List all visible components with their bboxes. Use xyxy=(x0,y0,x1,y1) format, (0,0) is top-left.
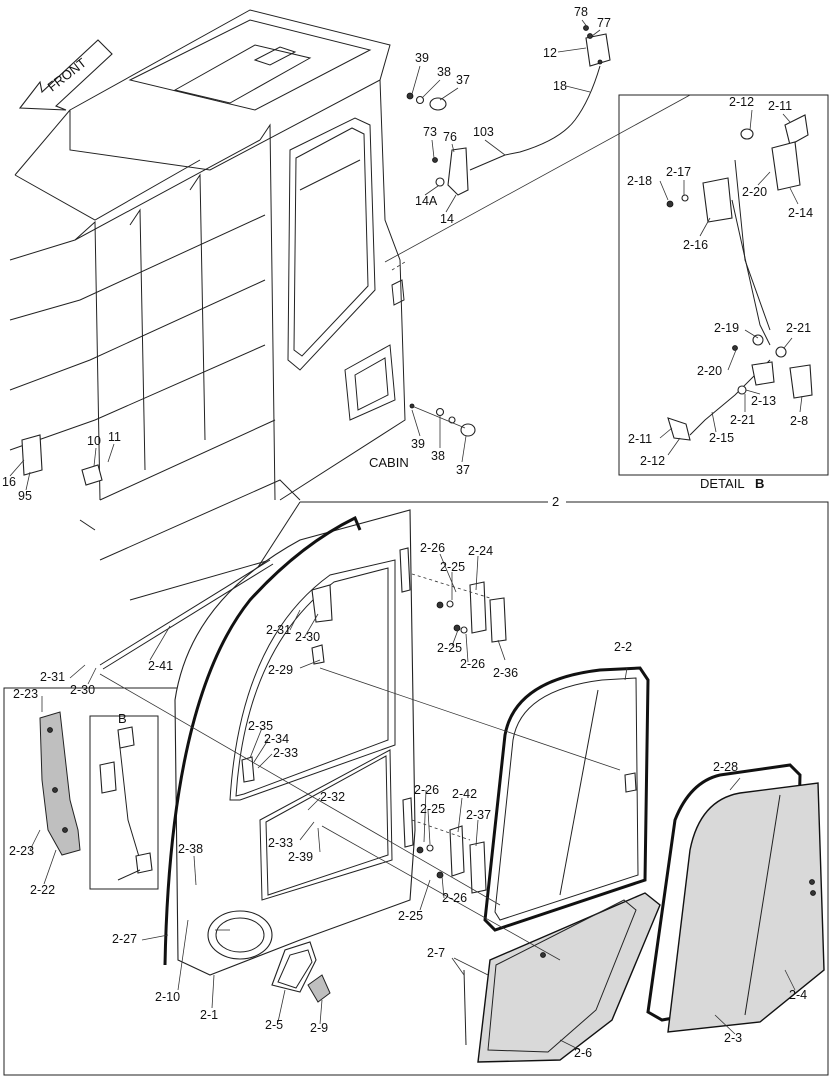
callout-2-21: 2-21 xyxy=(786,321,811,335)
bracket-2-22 xyxy=(39,711,81,856)
callout-2-12: 2-12 xyxy=(729,95,754,109)
callout-2-7: 2-7 xyxy=(427,946,445,960)
callout-73: 73 xyxy=(423,125,437,139)
callout-2-10: 2-10 xyxy=(155,990,180,1004)
callout-2-31b: 2-31 xyxy=(40,670,65,684)
callout-2-33: 2-33 xyxy=(273,746,298,760)
callout-2-20b: 2-20 xyxy=(697,364,722,378)
callout-2-6: 2-6 xyxy=(574,1046,592,1060)
callout-10: 10 xyxy=(87,434,101,448)
callout-2-39: 2-39 xyxy=(288,850,313,864)
handle-2-5-2-9 xyxy=(271,941,331,1003)
callout-2-41: 2-41 xyxy=(148,659,173,673)
callout-2-29: 2-29 xyxy=(268,663,293,677)
callout-2-8: 2-8 xyxy=(790,414,808,428)
callout-103: 103 xyxy=(473,125,494,139)
callout-38b: 38 xyxy=(431,449,445,463)
glass-2-6 xyxy=(463,892,661,1063)
callout-2-3: 2-3 xyxy=(724,1031,742,1045)
callout-2-32: 2-32 xyxy=(320,790,345,804)
callout-2-15: 2-15 xyxy=(709,431,734,445)
leaders-bottom xyxy=(29,553,796,1051)
callout-2-5: 2-5 xyxy=(265,1018,283,1032)
callout-2-18: 2-18 xyxy=(627,174,652,188)
leaders-detail xyxy=(659,109,803,456)
callout-14: 14 xyxy=(440,212,454,226)
top-hardware xyxy=(406,25,611,437)
front-arrow: FRONT xyxy=(18,39,113,111)
callout-2-28: 2-28 xyxy=(713,760,738,774)
callout-2-25: 2-25 xyxy=(440,560,465,574)
callout-2-26: 2-26 xyxy=(420,541,445,555)
callout-2-36: 2-36 xyxy=(493,666,518,680)
callout-12: 12 xyxy=(543,46,557,60)
detail-caption-prefix: DETAIL xyxy=(700,476,745,491)
callout-37b: 37 xyxy=(456,463,470,477)
glass-2-3-2-4 xyxy=(646,763,825,1033)
callout-2-24: 2-24 xyxy=(468,544,493,558)
callouts-detail: 2-12 2-11 2-17 2-18 2-20 2-14 2-16 2-19 … xyxy=(627,95,813,491)
callout-78: 78 xyxy=(574,5,588,19)
callout-39: 39 xyxy=(415,51,429,65)
callout-2-19: 2-19 xyxy=(714,321,739,335)
callout-2-26b: 2-26 xyxy=(460,657,485,671)
door-panel xyxy=(99,509,416,976)
callout-95: 95 xyxy=(18,489,32,503)
callout-2-38: 2-38 xyxy=(178,842,203,856)
callouts-top: 78 77 12 18 39 38 37 73 76 103 14A 14 10… xyxy=(2,5,611,503)
callout-2-11b: 2-11 xyxy=(628,432,652,446)
leaders-top xyxy=(9,19,691,491)
callout-2-23b: 2-23 xyxy=(9,844,34,858)
callout-2-9: 2-9 xyxy=(310,1021,328,1035)
hinge-parts xyxy=(411,573,507,894)
glass-2-2 xyxy=(483,666,650,932)
callout-2-13: 2-13 xyxy=(751,394,776,408)
callout-2-1: 2-1 xyxy=(200,1008,218,1022)
callout-2-34: 2-34 xyxy=(264,732,289,746)
callout-2-33b: 2-33 xyxy=(268,836,293,850)
callout-2-20: 2-20 xyxy=(742,185,767,199)
callout-2-22: 2-22 xyxy=(30,883,55,897)
callout-2-16: 2-16 xyxy=(683,238,708,252)
inset-b-box: B xyxy=(89,711,159,890)
inset-letter: B xyxy=(118,711,127,726)
callout-2-26d: 2-26 xyxy=(442,891,467,905)
callout-2-25b: 2-25 xyxy=(437,641,462,655)
callout-38: 38 xyxy=(437,65,451,79)
callout-2-26c: 2-26 xyxy=(414,783,439,797)
detail-caption-letter: B xyxy=(755,476,764,491)
callout-37: 37 xyxy=(456,73,470,87)
callout-2-37: 2-37 xyxy=(466,808,491,822)
callout-18: 18 xyxy=(553,79,567,93)
callout-76: 76 xyxy=(443,130,457,144)
cabin-body xyxy=(9,9,406,601)
callout-2-35: 2-35 xyxy=(248,719,273,733)
callout-2-21b: 2-21 xyxy=(730,413,755,427)
callout-2-42: 2-42 xyxy=(452,787,477,801)
callout-2-12b: 2-12 xyxy=(640,454,665,468)
callout-2-14: 2-14 xyxy=(788,206,813,220)
callout-2-31: 2-31 xyxy=(266,623,291,637)
callout-39b: 39 xyxy=(411,437,425,451)
callout-14a: 14A xyxy=(415,194,438,208)
callout-2-17: 2-17 xyxy=(666,165,691,179)
callouts-bottom: 2-26 2-24 2-25 2-31 2-30 2-25 2-26 2-36 … xyxy=(9,541,807,1060)
assembly-label: 2 xyxy=(552,494,559,509)
callout-2-23: 2-23 xyxy=(13,687,38,701)
callout-16: 16 xyxy=(2,475,16,489)
callout-2-25d: 2-25 xyxy=(398,909,423,923)
callout-77: 77 xyxy=(597,16,611,30)
callout-2-25c: 2-25 xyxy=(420,802,445,816)
detail-b-box xyxy=(618,94,829,476)
callout-2-27: 2-27 xyxy=(112,932,137,946)
callout-2-30: 2-30 xyxy=(295,630,320,644)
callout-2-30b: 2-30 xyxy=(70,683,95,697)
callout-11: 11 xyxy=(108,430,121,444)
cabin-label: CABIN xyxy=(369,455,409,470)
callout-2-4: 2-4 xyxy=(789,988,807,1002)
callout-2-2: 2-2 xyxy=(614,640,632,654)
callout-2-11: 2-11 xyxy=(768,99,792,113)
